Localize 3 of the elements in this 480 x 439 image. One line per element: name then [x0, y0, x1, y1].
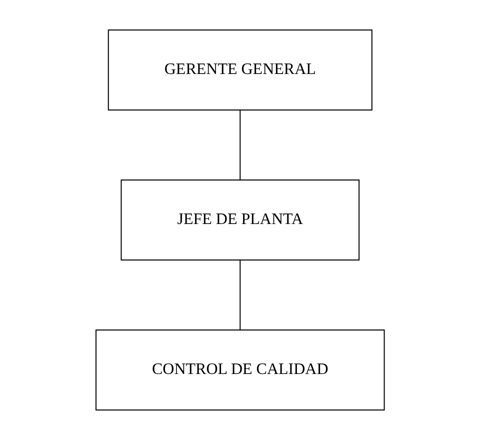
- node-box: JEFE DE PLANTA: [120, 179, 360, 260]
- node-box: CONTROL DE CALIDAD: [95, 329, 385, 410]
- node-box: GERENTE GENERAL: [108, 29, 372, 110]
